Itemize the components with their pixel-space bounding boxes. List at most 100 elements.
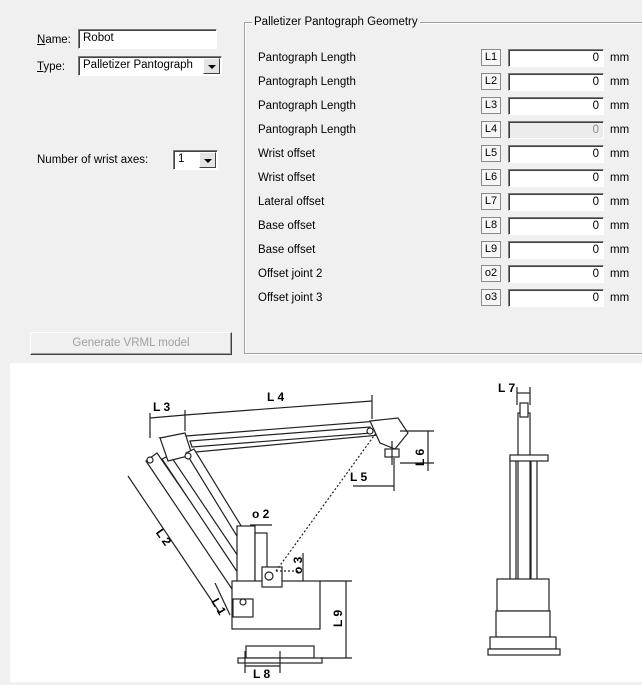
geometry-row-code: L7 <box>481 193 501 210</box>
wrist-axes-value: 1 <box>178 153 185 165</box>
geometry-value-field-l4: 0 <box>508 121 604 139</box>
geometry-value-field-l9[interactable]: 0 <box>508 241 604 259</box>
name-field[interactable]: Robot <box>78 29 217 49</box>
unit-label: mm <box>610 52 630 64</box>
unit-label: mm <box>610 220 630 232</box>
geometry-row-code: L9 <box>481 241 501 258</box>
unit-label: mm <box>610 148 630 160</box>
unit-label: mm <box>610 244 630 256</box>
unit-label: mm <box>610 172 630 184</box>
geometry-row-l1: Pantograph Length L1 0 mm <box>0 47 642 71</box>
geometry-groupbox <box>244 22 642 354</box>
geometry-row-label: Base offset <box>258 244 316 256</box>
label-L6: L 6 <box>413 449 427 466</box>
type-label: Type: <box>37 61 66 73</box>
chevron-down-icon <box>204 159 212 163</box>
geometry-row-code: L3 <box>481 97 501 114</box>
joint-4 <box>264 571 274 581</box>
front-head <box>509 454 549 462</box>
front-plate <box>487 648 561 656</box>
geometry-row-label: Pantograph Length <box>258 100 356 112</box>
geometry-row-label: Pantograph Length <box>258 76 356 88</box>
geometry-value-field-l5[interactable]: 0 <box>508 145 604 163</box>
front-view <box>487 387 561 656</box>
joint-2 <box>184 452 192 460</box>
unit-label: mm <box>610 196 630 208</box>
geometry-row-label: Base offset <box>258 220 316 232</box>
dim-L3 <box>149 414 186 419</box>
label-L2: L 2 <box>153 526 174 548</box>
geometry-row-code: L1 <box>481 49 501 66</box>
front-joint-block <box>496 578 550 612</box>
label-L1: L 1 <box>208 596 229 618</box>
label-L8: L 8 <box>253 667 270 681</box>
wrist-axes-select[interactable]: 1 <box>173 150 218 170</box>
geometry-value-field-l6[interactable]: 0 <box>508 169 604 187</box>
geometry-value-field-o3[interactable]: 0 <box>508 289 604 307</box>
geometry-row-code: o2 <box>481 265 501 282</box>
wrist-head <box>369 417 409 450</box>
geometry-row-code: L8 <box>481 217 501 234</box>
name-label-rest: ame: <box>45 34 71 46</box>
joint-3 <box>366 427 374 435</box>
geometry-value-field-l3[interactable]: 0 <box>508 97 604 115</box>
geometry-row-l7: Lateral offset L7 0 mm <box>0 191 642 215</box>
type-select[interactable]: Palletizer Pantograph <box>78 56 222 76</box>
geometry-row-label: Offset joint 2 <box>258 268 323 280</box>
geometry-row-l9: Base offset L9 0 mm <box>0 239 642 263</box>
type-label-rest: ype: <box>43 61 66 73</box>
geometry-value-field-l7[interactable]: 0 <box>508 193 604 211</box>
label-o3: o 3 <box>291 556 305 574</box>
dotted-line-1 <box>275 432 377 572</box>
front-mast-left <box>509 457 517 599</box>
geometry-row-code: L6 <box>481 169 501 186</box>
generate-vrml-button[interactable]: Generate VRML model <box>30 332 232 355</box>
side-view <box>127 395 434 673</box>
dim-L1 <box>214 582 231 616</box>
geometry-row-l6: Wrist offset L6 0 mm <box>0 167 642 191</box>
front-wrist <box>519 402 529 418</box>
geometry-row-label: Wrist offset <box>258 172 316 184</box>
front-base <box>495 610 551 638</box>
geometry-row-l3: Pantograph Length L3 0 mm <box>0 95 642 119</box>
unit-label: mm <box>610 124 630 136</box>
diagram-panel: L 3 L 4 L 2 L 1 L 5 L 6 o 2 o 3 L 9 L 8 … <box>10 363 642 682</box>
name-label: Name: <box>37 34 71 46</box>
wrist-axes-dropdown-button[interactable] <box>199 152 216 168</box>
unit-label: mm <box>610 100 630 112</box>
front-mast <box>517 412 531 604</box>
label-L9: L 9 <box>331 610 345 627</box>
unit-label: mm <box>610 76 630 88</box>
type-dropdown-button[interactable] <box>203 58 220 74</box>
type-select-value: Palletizer Pantograph <box>83 59 193 71</box>
chevron-down-icon <box>208 65 216 69</box>
label-L5: L 5 <box>350 470 367 484</box>
geometry-row-label: Wrist offset <box>258 148 316 160</box>
unit-label: mm <box>610 268 630 280</box>
geometry-value-field-l8[interactable]: 0 <box>508 217 604 235</box>
label-L7: L 7 <box>498 381 515 395</box>
label-L3: L 3 <box>153 400 170 414</box>
dim-L2 <box>127 475 221 614</box>
geometry-row-code: L2 <box>481 73 501 90</box>
robot-diagram: L 3 L 4 L 2 L 1 L 5 L 6 o 2 o 3 L 9 L 8 … <box>127 381 561 681</box>
geometry-value-field-o2[interactable]: 0 <box>508 265 604 283</box>
geometry-row-o2: Offset joint 2 o2 0 mm <box>0 263 642 287</box>
geometry-row-l2: Pantograph Length L2 0 mm <box>0 71 642 95</box>
geometry-value-field-l2[interactable]: 0 <box>508 73 604 91</box>
dim-L4 <box>184 400 373 416</box>
front-turntable <box>489 636 557 650</box>
geometry-row-code: o3 <box>481 289 501 306</box>
geometry-row-label: Offset joint 3 <box>258 292 323 304</box>
geometry-group-title: Palletizer Pantograph Geometry <box>252 16 420 28</box>
geometry-value-field-l1[interactable]: 0 <box>508 49 604 67</box>
wrist-axes-label: Number of wrist axes: <box>37 154 149 166</box>
geometry-row-label: Pantograph Length <box>258 124 356 136</box>
geometry-row-label: Lateral offset <box>258 196 325 208</box>
label-o2: o 2 <box>252 507 270 521</box>
front-mast-right <box>530 457 538 599</box>
geometry-row-label: Pantograph Length <box>258 52 356 64</box>
